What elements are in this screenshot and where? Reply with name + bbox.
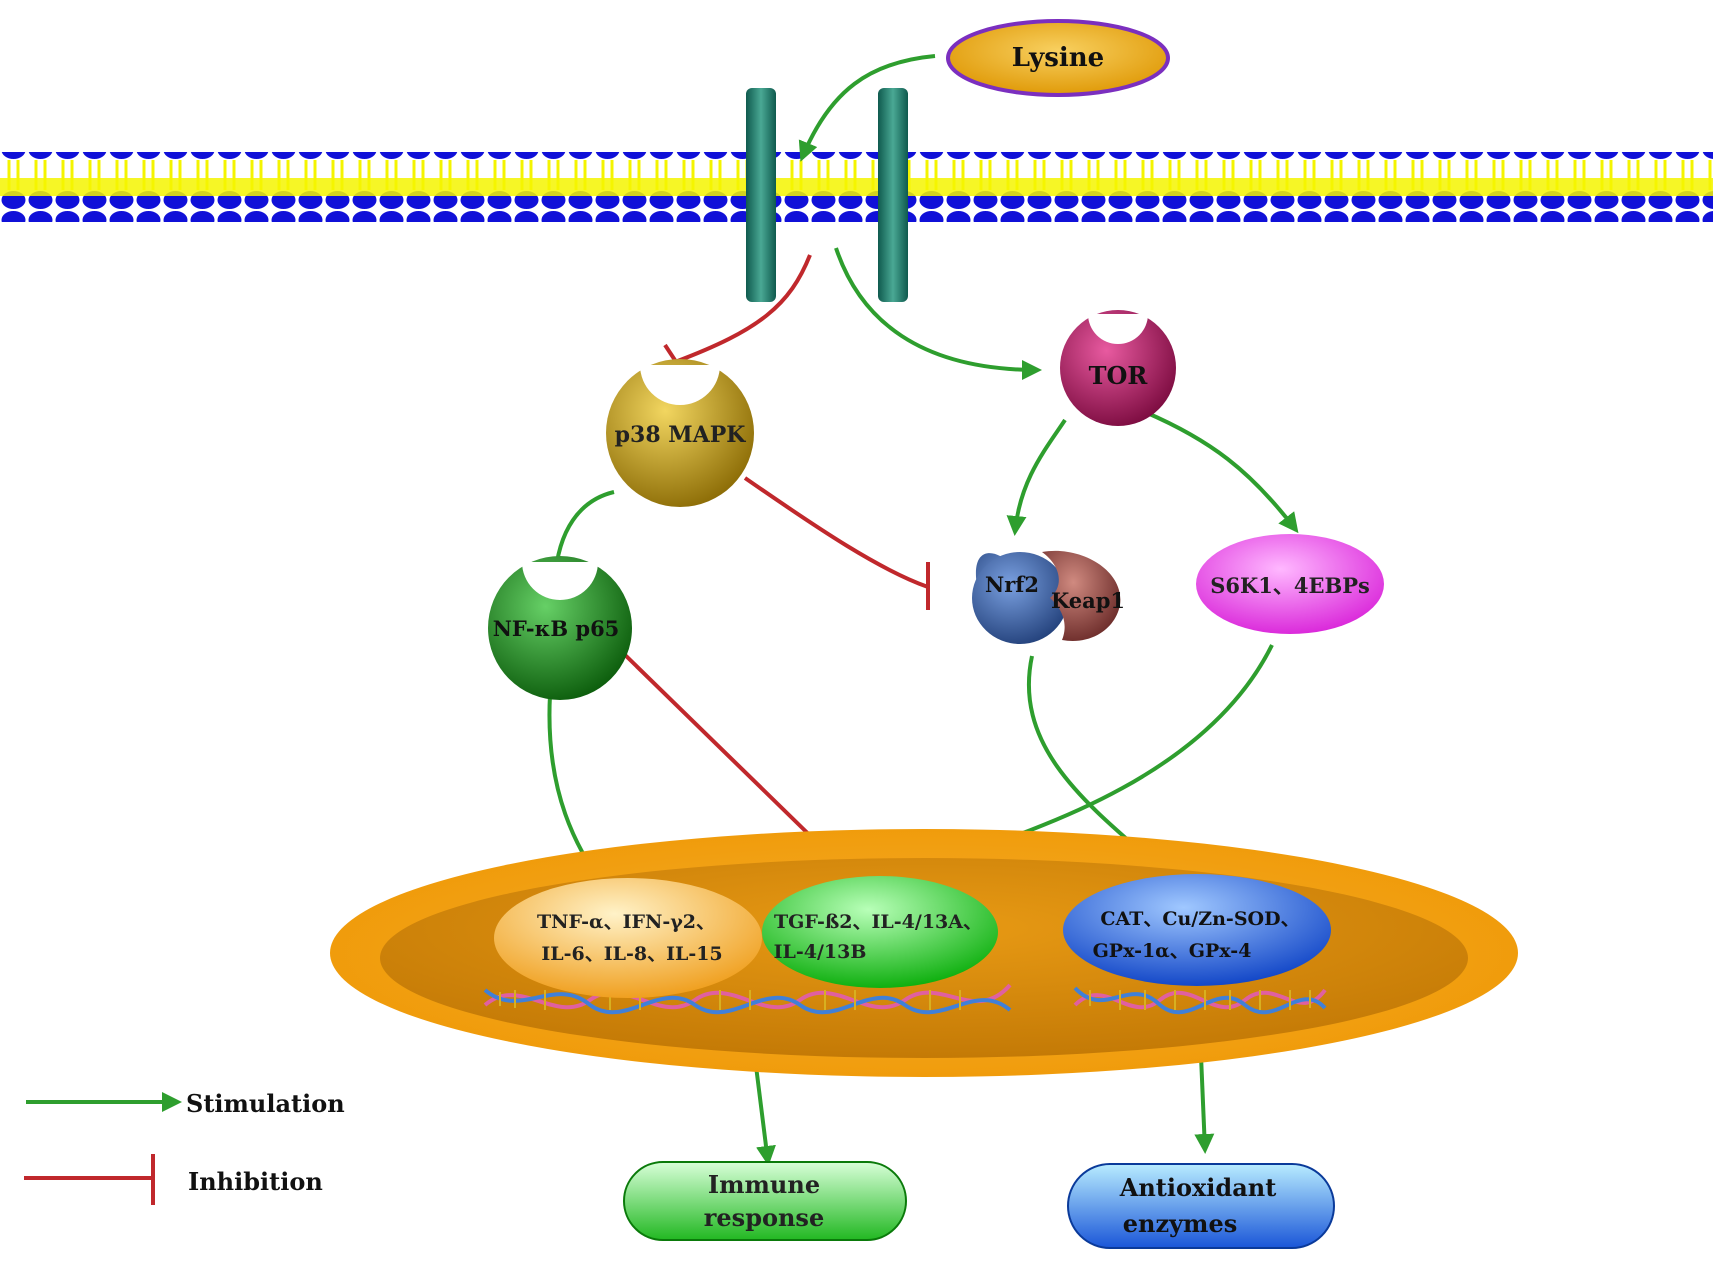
arrow-tor-to-nrf2 xyxy=(1006,418,1067,536)
tor-node: TOR xyxy=(1060,310,1176,426)
enzymes-line1: Antioxidant xyxy=(1119,1173,1277,1202)
inhibit-channel-to-p38 xyxy=(674,254,812,364)
anti-inflammatory-cytokines-node: TGF-ß2、IL-4/13A、 IL-4/13B xyxy=(762,876,998,988)
antioxidant-genes-line2: GPx-1α、GPx-4 xyxy=(1093,940,1252,962)
lysine-label: Lysine xyxy=(1012,43,1104,73)
s6k1-4ebps-node: S6K1、4EBPs xyxy=(1196,534,1384,634)
immune-line2: response xyxy=(704,1203,824,1232)
p38-label: p38 MAPK xyxy=(615,422,747,448)
cytokines-line1: TNF-α、IFN-γ2、 xyxy=(537,911,715,933)
tgf-line2: IL-4/13B xyxy=(774,941,867,963)
nrf2-keap1-complex: Nrf2 Keap1 xyxy=(972,550,1125,644)
arrow-tor-to-s6k1 xyxy=(1144,410,1299,534)
nfkb-p65-node: NF-κB p65 xyxy=(488,556,632,700)
legend-stimulation-label: Stimulation xyxy=(186,1089,345,1118)
antioxidant-enzymes-box: Antioxidant enzymes xyxy=(1067,1163,1335,1249)
antioxidant-genes-line1: CAT、Cu/Zn-SOD、 xyxy=(1100,908,1299,930)
inhibition-arrows xyxy=(618,254,930,875)
enzymes-line2: enzymes xyxy=(1123,1209,1237,1238)
immune-line1: Immune xyxy=(708,1170,820,1199)
legend-inhibition-label: Inhibition xyxy=(188,1167,323,1196)
keap1-label: Keap1 xyxy=(1051,588,1125,613)
cell-membrane xyxy=(0,152,1713,222)
dna-helix-left xyxy=(483,983,1012,1015)
nrf2-label: Nrf2 xyxy=(985,572,1039,597)
tor-label: TOR xyxy=(1089,361,1149,390)
arrow-channel-to-tor xyxy=(834,247,1042,380)
proinflammatory-cytokines-node: TNF-α、IFN-γ2、 IL-6、IL-8、IL-15 xyxy=(494,878,762,998)
lysine-node: Lysine xyxy=(946,19,1170,97)
legend: Stimulation Inhibition xyxy=(24,1089,345,1205)
inhibit-nfkb-to-tgf xyxy=(618,648,832,857)
s6k1-label: S6K1、4EBPs xyxy=(1210,573,1370,598)
inhibit-p38-to-nrf2 xyxy=(743,476,929,589)
immune-response-box: Immune response xyxy=(623,1161,907,1241)
membrane-channel xyxy=(746,88,908,302)
dna-helix-right xyxy=(1073,986,1327,1015)
antioxidant-genes-node: CAT、Cu/Zn-SOD、 GPx-1α、GPx-4 xyxy=(1063,874,1331,986)
arrow-lysine-to-channel xyxy=(798,54,936,162)
tgf-line1: TGF-ß2、IL-4/13A、 xyxy=(774,911,982,933)
nfkb-label: NF-κB p65 xyxy=(493,616,620,641)
cytokines-line2: IL-6、IL-8、IL-15 xyxy=(541,943,722,965)
p38-mapk-node: p38 MAPK xyxy=(606,359,754,507)
